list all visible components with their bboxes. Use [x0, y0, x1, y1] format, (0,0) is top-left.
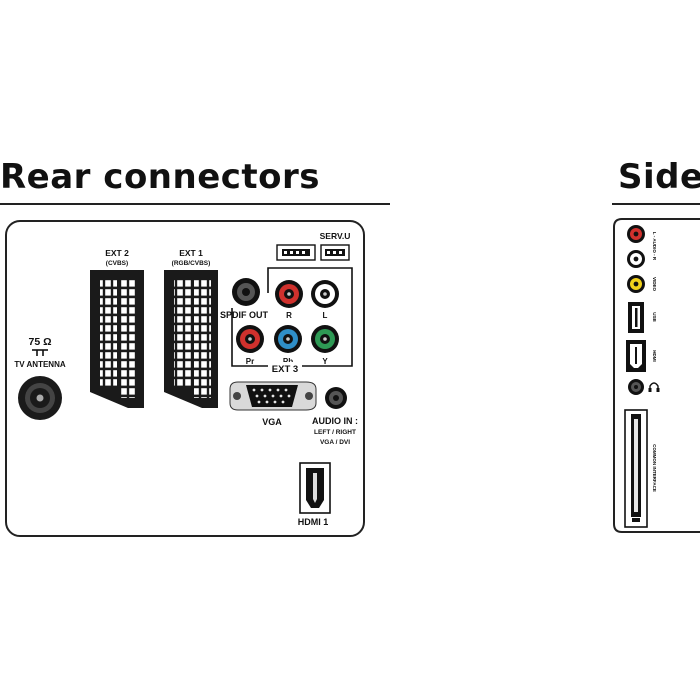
pb-label: Pb: [283, 357, 293, 366]
ext1-scart-connector[interactable]: EXT 1 (RGB/CVBS): [164, 248, 218, 408]
side-video-jack[interactable]: VIDEO: [627, 275, 657, 293]
side-video-label: VIDEO: [652, 277, 657, 292]
y-label: Y: [322, 357, 328, 366]
ext2-scart-connector[interactable]: EXT 2 (CVBS): [90, 248, 144, 408]
audio-in-sub1: LEFT / RIGHT: [314, 429, 356, 436]
side-audio-label: L - AUDIO - R: [652, 232, 657, 261]
side-panel: L - AUDIO - R VIDEO USB HDMI: [613, 218, 700, 533]
audio-r-jack[interactable]: R: [275, 280, 303, 320]
audio-l-jack[interactable]: L: [311, 280, 339, 320]
pr-label: Pr: [246, 357, 254, 366]
audio-in-label: AUDIO IN :: [312, 416, 358, 426]
service-port[interactable]: SERV.U: [276, 231, 351, 261]
audio-l-label: L: [323, 311, 328, 320]
component-pb-jack[interactable]: Pb: [274, 325, 302, 366]
rear-title-underline: [0, 203, 390, 205]
hdmi1-label: HDMI 1: [298, 517, 329, 527]
component-y-jack[interactable]: Y: [311, 325, 339, 366]
ext2-label: EXT 2: [105, 248, 129, 258]
antenna-label: TV ANTENNA: [14, 360, 65, 369]
common-interface-slot[interactable]: COMMON INTERFACE: [624, 409, 657, 528]
spdif-out-jack[interactable]: SPDIF OUT: [220, 278, 269, 320]
headphone-icon: [649, 382, 659, 391]
spdif-out-label: SPDIF OUT: [220, 310, 269, 320]
ext1-label: EXT 1: [179, 248, 203, 258]
side-hdmi-label: HDMI: [652, 350, 657, 362]
side-usb-label: USB: [652, 312, 657, 322]
side-audio-jacks[interactable]: L - AUDIO - R: [627, 225, 657, 268]
ext1-sub-label: (RGB/CVBS): [172, 260, 211, 267]
side-hdmi-port[interactable]: HDMI: [626, 340, 657, 372]
side-headphone-jack[interactable]: [628, 379, 660, 395]
tv-antenna-connector[interactable]: 75 Ω TV ANTENNA: [14, 336, 66, 420]
serv-u-label: SERV.U: [320, 231, 351, 241]
vga-label: VGA: [262, 417, 282, 427]
rear-connectors-title: Rear connectors: [0, 157, 321, 197]
antenna-ohm-label: 75 Ω: [28, 336, 51, 348]
side-title-underline: [612, 203, 700, 205]
audio-r-label: R: [286, 311, 292, 320]
audio-in-jack[interactable]: AUDIO IN : LEFT / RIGHT VGA / DVI: [312, 387, 358, 446]
component-pr-jack[interactable]: Pr: [236, 325, 264, 366]
ext3-label: EXT 3: [272, 364, 298, 375]
ext2-sub-label: (CVBS): [106, 260, 128, 267]
rear-panel: 75 Ω TV ANTENNA EXT 2 (CVBS) EXT 1 (RGB/…: [5, 220, 365, 537]
side-connectors-title: Side: [618, 157, 700, 197]
vga-connector[interactable]: VGA: [229, 381, 317, 427]
hdmi1-connector[interactable]: HDMI 1: [298, 462, 331, 527]
side-usb-port[interactable]: USB: [628, 302, 657, 333]
audio-in-sub2: VGA / DVI: [320, 439, 350, 446]
common-interface-label: COMMON INTERFACE: [652, 444, 657, 492]
